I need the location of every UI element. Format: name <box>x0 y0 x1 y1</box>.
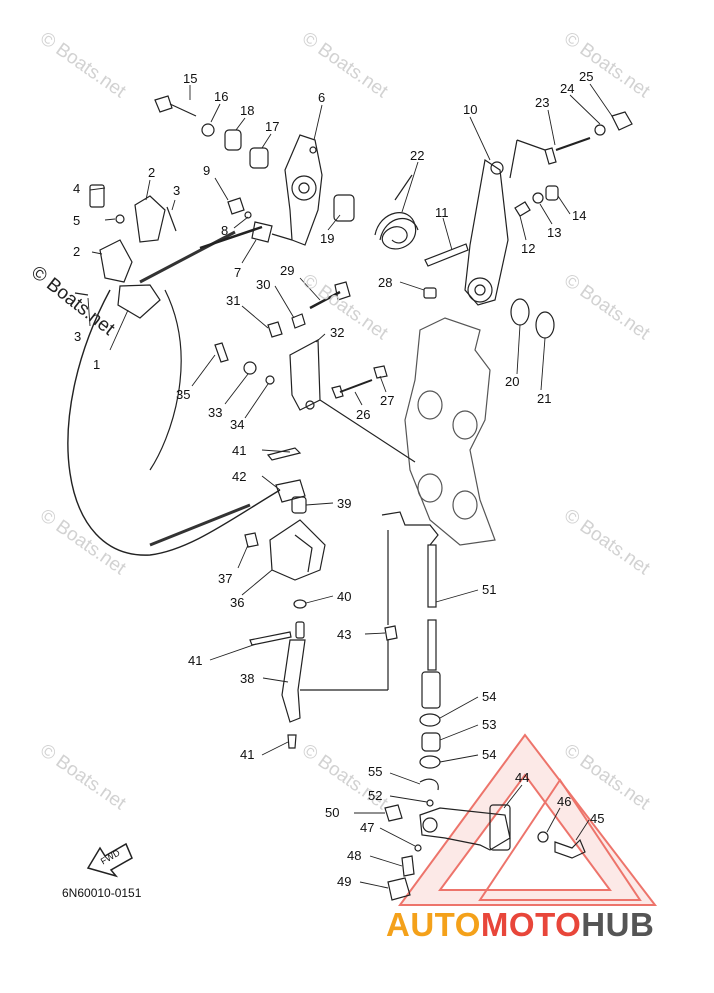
callout-41b: 41 <box>188 653 203 668</box>
callout-35: 35 <box>176 387 191 402</box>
shift-rod-lower <box>249 621 389 749</box>
callout-25: 25 <box>579 69 594 84</box>
mid-linkage <box>291 281 437 329</box>
callout-14: 14 <box>572 208 587 223</box>
link-rod <box>199 197 293 250</box>
shift-rod-upper <box>266 447 307 514</box>
callout-16: 16 <box>214 89 229 104</box>
callout-3b: 3 <box>74 329 82 344</box>
bolt-45 <box>554 838 586 859</box>
lower-lever <box>214 321 416 463</box>
diagram-code: 6N60010-0151 <box>62 886 142 900</box>
shift-shaft <box>381 511 441 709</box>
callout-22: 22 <box>410 148 425 163</box>
shift-lever-44 <box>419 804 511 851</box>
callout-32: 32 <box>330 325 345 340</box>
callout-5: 5 <box>73 213 81 228</box>
callout-27: 27 <box>380 393 395 408</box>
throttle-lever <box>284 134 323 246</box>
leader-lines <box>87 83 613 889</box>
callout-28: 28 <box>378 275 393 290</box>
callout-4: 4 <box>73 181 81 196</box>
callout-2b: 2 <box>73 244 81 259</box>
washer-20 <box>510 298 530 326</box>
callout-6: 6 <box>318 90 326 105</box>
cable-holder-group <box>74 184 177 319</box>
callout-40: 40 <box>337 589 352 604</box>
callout-8: 8 <box>221 223 229 238</box>
callout-15: 15 <box>183 71 198 86</box>
callout-44: 44 <box>515 770 530 785</box>
callout-54a: 54 <box>482 689 497 704</box>
logo-part-auto: AUTO <box>386 906 481 943</box>
callout-30: 30 <box>256 277 271 292</box>
bolt-26-27 <box>331 365 388 399</box>
callout-31: 31 <box>226 293 241 308</box>
callout-7: 7 <box>234 265 242 280</box>
callout-2: 2 <box>148 165 156 180</box>
callout-55: 55 <box>368 764 383 779</box>
shift-lower-parts <box>384 778 439 901</box>
callout-41a: 41 <box>232 443 247 458</box>
callout-11: 11 <box>435 205 449 220</box>
callout-36: 36 <box>230 595 245 610</box>
callout-49: 49 <box>337 874 352 889</box>
callout-50: 50 <box>325 805 340 820</box>
callout-23: 23 <box>535 95 550 110</box>
callout-46: 46 <box>557 794 572 809</box>
callout-38: 38 <box>240 671 255 686</box>
callout-47: 47 <box>360 820 375 835</box>
throttle-cable <box>139 230 236 284</box>
callout-19: 19 <box>320 231 335 246</box>
callout-53: 53 <box>482 717 497 732</box>
callout-17: 17 <box>265 119 280 134</box>
callout-13: 13 <box>547 225 562 240</box>
small-parts-right <box>514 185 559 217</box>
callout-34: 34 <box>230 417 245 432</box>
callout-1: 1 <box>93 357 101 372</box>
logo-part-hub: HUB <box>581 906 655 943</box>
engine-block <box>404 317 496 546</box>
callout-54b: 54 <box>482 747 497 762</box>
logo-part-moto: MOTO <box>480 906 582 943</box>
shift-cable <box>67 289 281 556</box>
callout-51: 51 <box>482 582 497 597</box>
fwd-arrow-icon <box>86 842 133 878</box>
washer-54-bottom <box>419 755 441 769</box>
callout-24: 24 <box>560 81 575 96</box>
callout-41c: 41 <box>240 747 255 762</box>
callout-12: 12 <box>521 241 536 256</box>
callout-33: 33 <box>208 405 223 420</box>
washer-54-top <box>419 713 441 727</box>
callout-52: 52 <box>368 788 383 803</box>
shift-bracket <box>244 519 326 609</box>
callout-10: 10 <box>463 102 478 117</box>
callout-45: 45 <box>590 811 605 826</box>
part-43 <box>384 625 398 641</box>
callout-39: 39 <box>337 496 352 511</box>
callout-37: 37 <box>218 571 233 586</box>
callout-26: 26 <box>356 407 371 422</box>
automotohub-triangle-icon <box>398 733 658 906</box>
automotohub-logo: AUTOMOTOHUB <box>386 906 654 944</box>
callout-48: 48 <box>347 848 362 863</box>
spring <box>333 174 419 250</box>
arm-lever <box>424 158 509 306</box>
callout-20: 20 <box>505 374 520 389</box>
bushing-53 <box>421 732 441 752</box>
callout-9: 9 <box>203 163 211 178</box>
callout-29: 29 <box>280 263 295 278</box>
callout-43: 43 <box>337 627 352 642</box>
top-linkage <box>509 111 633 179</box>
callout-18: 18 <box>240 103 255 118</box>
washer-46 <box>537 831 549 843</box>
callout-21: 21 <box>537 391 552 406</box>
callout-42: 42 <box>232 469 247 484</box>
callout-3: 3 <box>173 183 181 198</box>
washer-21 <box>535 311 555 339</box>
bolt-and-bushings <box>154 95 269 169</box>
